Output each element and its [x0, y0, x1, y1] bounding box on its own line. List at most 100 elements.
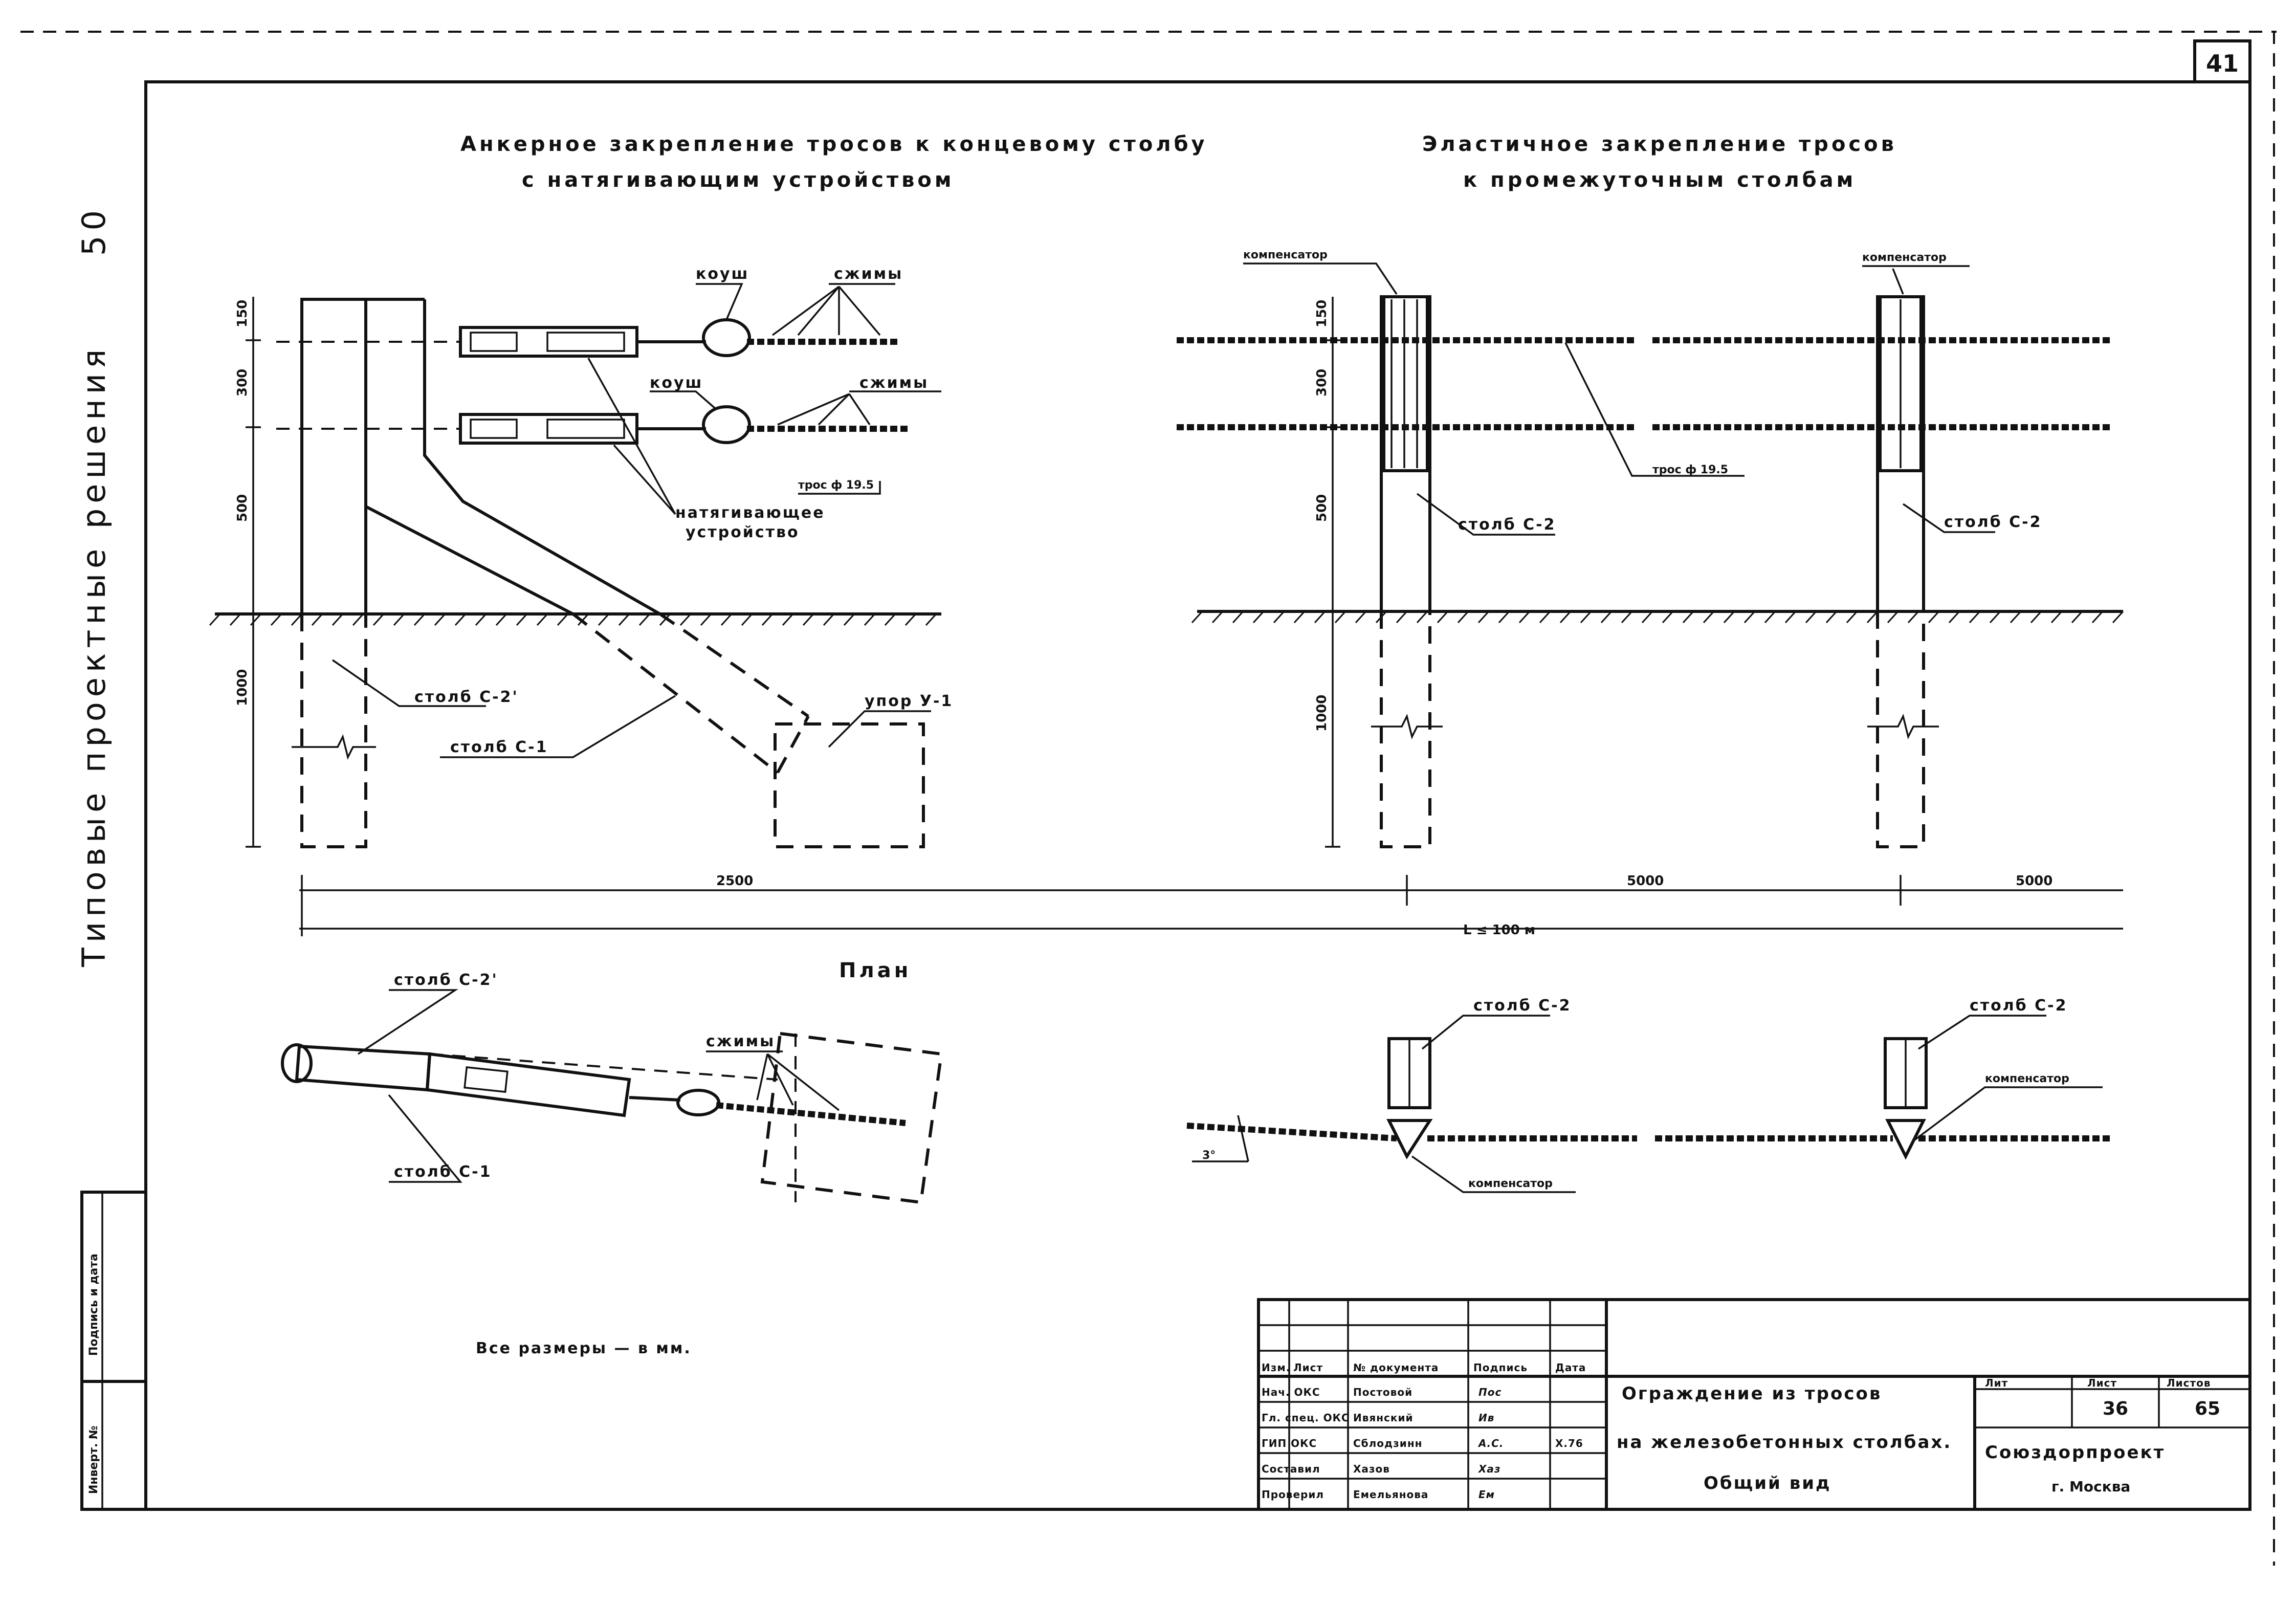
stamp-role-0: Нач. ОКС [1262, 1386, 1320, 1398]
post-c2-prime-buried [300, 614, 367, 848]
page-number: 41 [2206, 50, 2239, 77]
label-plan-c1: столб С-1 [394, 1163, 492, 1181]
label-post-c2-b: столб С-2 [1944, 513, 2042, 531]
leader-plan-c1 [388, 1094, 462, 1183]
leader-szhimy-upper [771, 283, 895, 336]
leader-post-c1 [440, 695, 676, 758]
tensioner-upper-part-a [470, 332, 518, 352]
stamp-lit: Лит [1985, 1377, 2008, 1389]
span-dimensions: 2500 5000 5000 L ≤ 100 м [299, 873, 2123, 938]
stamp-title-2: на железобетонных столбах. [1617, 1432, 1952, 1453]
tensioner-lower-part-a [470, 419, 518, 439]
stamp-name-4: Емельянова [1353, 1488, 1428, 1501]
plan-post-c1 [425, 1052, 631, 1117]
post-c2-a-above [1380, 295, 1431, 611]
stamp-name-2: Сблодзинн [1353, 1437, 1422, 1449]
break-mark-a [1371, 713, 1443, 740]
page-number-box [2193, 39, 2251, 83]
dim-500-a: 500 [235, 494, 250, 522]
stamp-role-4: Проверил [1262, 1488, 1324, 1501]
stamp-list-h: Лист [2087, 1377, 2117, 1389]
stamp-title-1: Ограждение из тросов [1622, 1383, 1882, 1404]
break-mark-left [292, 734, 376, 760]
stop-u1-block [774, 722, 925, 848]
stamp-role-2: ГИП ОКС [1262, 1437, 1317, 1449]
label-post-c1: столб С-1 [450, 738, 548, 756]
leader-kaush-lower [650, 390, 717, 410]
post-c1-buried [572, 612, 809, 774]
tensioner-upper-part-b [546, 332, 625, 352]
post-c2-b-buried [1876, 611, 1925, 848]
plan-post-end [281, 1043, 313, 1083]
leader-rope-left [798, 481, 881, 495]
label-szhimy-2: сжимы [859, 374, 929, 392]
plan-tensioner-a [463, 1066, 509, 1093]
kaush-lower [702, 405, 751, 444]
stamp-listov-value: 65 [2195, 1398, 2220, 1419]
leader-rope-right [1564, 342, 1745, 477]
stamp-grid-rows [1259, 1324, 1606, 1480]
leader-plan-c2-prime [358, 989, 458, 1055]
stamp-city: г. Москва [2051, 1478, 2130, 1495]
post-c1-end [776, 715, 810, 774]
label-tensioner-2: устройство [686, 523, 800, 541]
stamp-title-3: Общий вид [1704, 1473, 1831, 1493]
plan-compensator-c [1386, 1119, 1433, 1160]
leader-compensator-2 [1862, 265, 1970, 295]
stamp-sign-1: Ив [1478, 1412, 1494, 1424]
leader-compensator-3 [1411, 1155, 1576, 1193]
plan-post-c2-prime [295, 1044, 432, 1092]
post-c2-a-buried [1380, 611, 1431, 848]
dim-ticks-left [246, 339, 261, 848]
anchor-elevation: 150 300 500 1000 коуш сжимы коуш сжимы [209, 265, 952, 848]
leader-post-c2-b [1903, 503, 1995, 533]
label-kaush-1: коуш [696, 265, 749, 283]
plan-stop [760, 1031, 943, 1204]
stamp-name-1: Ивянский [1353, 1412, 1414, 1424]
leader-plan-szhimy [706, 1050, 840, 1111]
label-post-c2-c: столб С-2 [1473, 997, 1572, 1015]
dim-1000-a: 1000 [235, 669, 250, 706]
side-inv-box [80, 1380, 147, 1511]
label-post-c2-d: столб С-2 [1970, 997, 2068, 1015]
stamp-sign-3: Хаз [1477, 1463, 1501, 1475]
plan-elastic: 3° столб С-2 столб С-2 компенсатор компе… [1186, 997, 2113, 1193]
plan-kaush [676, 1089, 720, 1116]
compensator-a-lines [1390, 299, 1418, 468]
total-length: L ≤ 100 м [1463, 922, 1535, 938]
stamp-org: Союздорпроект [1985, 1442, 2165, 1463]
plan-anchor: столб С-2' сжимы столб С-1 [281, 971, 943, 1204]
stamp-h-doc: № документа [1353, 1361, 1439, 1374]
kaush-upper [702, 318, 751, 357]
leader-compensator-4 [1912, 1086, 2103, 1142]
stamp-sign-2: А.С. [1477, 1437, 1504, 1449]
leader-post-c2-prime [332, 659, 486, 707]
stamp-h-sign: Подпись [1473, 1361, 1528, 1374]
leader-post-c2-d [1918, 1015, 2046, 1050]
plan-link [629, 1096, 681, 1102]
stamp-listov-h: Листов [2167, 1377, 2211, 1389]
stamp-right-cols [2071, 1376, 2160, 1427]
span-5000-b: 5000 [2016, 873, 2052, 889]
label-post-c2-a: столб С-2 [1458, 516, 1556, 534]
compensator-a [1382, 295, 1429, 472]
ground-hatch-right [1191, 610, 2124, 624]
stamp-role-1: Гл. спец. ОКС [1262, 1412, 1350, 1424]
side-signature-date: Подпись и дата [87, 1254, 100, 1356]
label-compensator-2: компенсатор [1862, 251, 1947, 264]
stamp-h-list: Лист [1293, 1361, 1323, 1374]
label-kaush-2: коуш [650, 374, 703, 392]
title-plan: План [839, 959, 911, 982]
label-tensioner-1: натягивающее [675, 504, 825, 522]
dim-150-b: 150 [1314, 300, 1330, 327]
plan-compensator-d [1885, 1119, 1926, 1160]
label-angle: 3° [1202, 1149, 1216, 1162]
stamp-grid-cols [1288, 1300, 1551, 1509]
leader-kaush-upper [696, 283, 743, 320]
elastic-elevation: 150 300 500 1000 компенсатор компенсатор… [1177, 249, 2124, 848]
span-ticks [301, 875, 1902, 936]
title-anchor-line2: с натягивающим устройством [522, 168, 955, 192]
stamp-name-3: Хазов [1353, 1463, 1390, 1475]
